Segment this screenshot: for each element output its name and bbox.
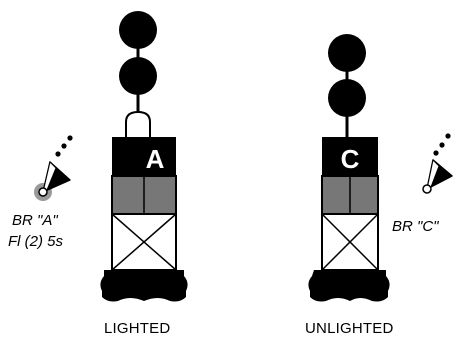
buoy-hull [308,270,390,302]
chart-label-line1: BR "C" [392,218,439,235]
buoy-lighted [100,11,188,302]
position-circle [38,187,48,197]
black-band [322,137,378,176]
topmark-ball-upper [119,11,157,49]
chart-symbol-unlighted [422,133,453,194]
buoy-unlighted [308,34,390,302]
topmark-ball-lower [119,57,157,95]
symbol-dot [433,150,439,156]
caption-lighted: LIGHTED [104,320,171,337]
topmark-ball-lower [328,79,366,117]
caption-unlighted: UNLIGHTED [305,320,394,337]
chart-label-line2: Fl (2) 5s [8,233,64,250]
chart-symbol-lighted [34,135,73,201]
symbol-dot [55,151,61,157]
topmark-ball-upper [328,34,366,72]
chart-label-line1: BR "A" [12,212,58,229]
lattice-brace-2 [111,213,177,271]
black-band [112,137,176,176]
symbol-dot [61,143,67,149]
buoy-hull [100,270,188,302]
lattice-brace-2 [321,213,379,271]
position-circle [422,184,432,194]
light-housing [125,110,151,137]
symbol-dot [67,135,73,141]
buoy-letter: A [146,144,165,174]
buoy-letter: C [341,144,360,174]
symbol-dot [445,133,451,139]
symbol-dot [439,142,445,148]
